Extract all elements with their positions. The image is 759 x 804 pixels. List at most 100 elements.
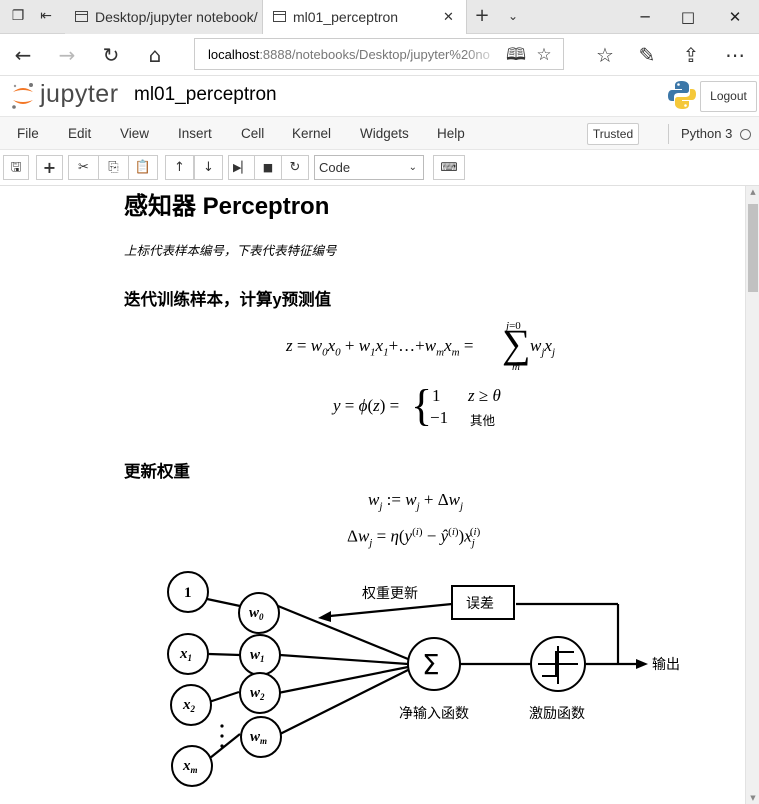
forward-arrow-icon[interactable]: →: [58, 43, 76, 67]
new-tab-icon[interactable]: +: [474, 5, 490, 26]
input-node-x1: [167, 633, 209, 675]
perceptron-diagram: 1 x1 x2 xm w0 w1 w2 wm Σ 误差 权重更新 输出 净输入函…: [167, 571, 680, 787]
run-icon[interactable]: ▶▏: [228, 155, 255, 180]
copy-icon[interactable]: ⎘: [98, 155, 129, 180]
pen-notes-icon[interactable]: ✎: [638, 43, 656, 67]
browser-tab-strip: ❐ ⇤ Desktop/jupyter notebook/ ml01_perce…: [0, 0, 759, 35]
update-arrowhead: [318, 611, 331, 622]
step-function-icon: [538, 646, 578, 684]
browser-tab-desktop[interactable]: Desktop/jupyter notebook/: [65, 0, 263, 34]
edge-1-w0: [206, 597, 241, 608]
activation-label: 激励函数: [529, 705, 585, 722]
trusted-button[interactable]: Trusted: [587, 123, 639, 145]
share-icon[interactable]: ⇪: [682, 43, 700, 67]
output-arrowhead: [636, 659, 648, 669]
menu-kernel[interactable]: Kernel: [292, 126, 332, 141]
move-down-icon[interactable]: ↓: [194, 155, 223, 180]
activation-formula-lhs: y = ϕ(z) =: [333, 396, 400, 415]
input-node-bias: [167, 571, 209, 613]
close-tab-icon[interactable]: ✕: [443, 9, 454, 24]
weight-node-wm: [240, 716, 282, 758]
more-menu-icon[interactable]: ⋯: [725, 43, 745, 67]
scroll-up-icon[interactable]: ▲: [750, 188, 756, 196]
edge-wm-sum: [279, 669, 409, 735]
sum-term: wjxj: [530, 336, 556, 359]
edge-x1-w1: [208, 652, 241, 657]
notebook-toolbar: 🖫 + ✂ ⎘ 📋 ↑ ↓ ▶▏ ■ ↻ Code ⌄ ⌨: [0, 150, 759, 186]
jupyter-logo-icon[interactable]: [10, 81, 36, 111]
sum-symbol: Σ: [422, 648, 440, 681]
cell-type-select[interactable]: Code ⌄: [314, 155, 424, 180]
menu-edit[interactable]: Edit: [68, 126, 92, 141]
url-fade: [463, 40, 503, 69]
address-bar[interactable]: localhost:8888/notebooks/Desktop/jupyter…: [194, 38, 564, 70]
section-heading-update: 更新权重: [124, 463, 190, 481]
logout-button[interactable]: Logout: [700, 81, 757, 112]
maximize-icon[interactable]: □: [680, 8, 696, 26]
save-icon[interactable]: 🖫: [3, 155, 29, 180]
notebook-content: 感知器 Perceptron 上标代表样本编号，下表代表特征编号 迭代训练样本，…: [0, 186, 745, 804]
refresh-icon[interactable]: ↻: [102, 43, 120, 67]
menu-file[interactable]: File: [17, 126, 39, 141]
back-arrow-icon[interactable]: ←: [14, 43, 32, 67]
weight-node-w2: [239, 672, 281, 714]
menu-insert[interactable]: Insert: [178, 126, 212, 141]
restart-icon[interactable]: ↻: [281, 155, 309, 180]
menu-view[interactable]: View: [120, 126, 150, 141]
sum-lower-bound: m: [512, 361, 520, 373]
menu-cell[interactable]: Cell: [241, 126, 265, 141]
tab-sets-icon[interactable]: ❐: [11, 8, 25, 24]
case-one-condition: z ≥ θ: [468, 386, 501, 405]
scroll-down-icon[interactable]: ▼: [750, 794, 756, 802]
stop-icon[interactable]: ■: [254, 155, 282, 180]
chevron-down-icon[interactable]: ⌄: [507, 9, 519, 23]
case-one-value: 1: [432, 386, 441, 405]
insert-cell-icon[interactable]: +: [36, 155, 63, 180]
net-input-formula: z = w0x0 + w1x1+…+wmxm =: [286, 336, 474, 359]
edge-x2-w2: [208, 690, 240, 704]
notation-note: 上标代表样本编号，下表代表特征编号: [124, 243, 337, 258]
page-icon: [273, 11, 286, 22]
input-label-bias: 1: [184, 585, 192, 601]
close-window-icon[interactable]: ✕: [728, 8, 742, 26]
edge-w1-sum: [279, 653, 409, 666]
keyboard-icon[interactable]: ⌨: [433, 155, 465, 180]
favorite-star-icon[interactable]: ☆: [536, 45, 552, 65]
scrollbar-thumb[interactable]: [748, 204, 758, 292]
edge-xm-wm: [209, 733, 241, 759]
ellipsis-dots: [220, 724, 224, 748]
home-icon[interactable]: ⌂: [148, 43, 162, 67]
section-heading-predict: 迭代训练样本，计算y预测值: [124, 291, 332, 309]
minimize-icon[interactable]: ─: [640, 8, 650, 26]
weight-node-w0: [238, 592, 280, 634]
favorites-hub-icon[interactable]: ☆: [596, 43, 614, 67]
edge-w0-sum: [277, 604, 409, 661]
output-label: 输出: [652, 657, 680, 673]
browser-tab-perceptron[interactable]: ml01_perceptron ✕: [263, 0, 467, 35]
jupyter-brand[interactable]: jupyter: [40, 80, 119, 108]
paste-icon[interactable]: 📋: [128, 155, 158, 180]
jupyter-header: jupyter ml01_perceptron Logout: [0, 76, 759, 116]
case-two-condition: 其他: [470, 413, 496, 428]
menu-widgets[interactable]: Widgets: [360, 126, 409, 141]
kernel-idle-icon: [740, 129, 751, 140]
browser-navbar: ← → ↻ ⌂ localhost:8888/notebooks/Desktop…: [0, 34, 759, 76]
cell-type-value: Code: [319, 160, 351, 175]
feedback-to-weights: [329, 602, 453, 618]
reading-view-icon[interactable]: 🕮: [505, 45, 527, 65]
weight-update-formula: wj := wj + Δwj: [368, 490, 464, 513]
input-node-xm: [171, 745, 213, 787]
page-scrollbar[interactable]: ▲ ▼: [745, 186, 759, 804]
cut-icon[interactable]: ✂: [68, 155, 99, 180]
weight-update-label: 权重更新: [362, 586, 418, 602]
move-up-icon[interactable]: ↑: [165, 155, 194, 180]
notebook-name[interactable]: ml01_perceptron: [134, 84, 277, 105]
piecewise-brace: {: [411, 381, 433, 430]
kernel-name: Python 3: [668, 124, 732, 144]
sum-upper-bound: j=0: [506, 320, 521, 332]
case-two-value: −1: [430, 408, 449, 427]
page-icon: [75, 11, 88, 22]
delta-weight-formula: Δwj = η(y(i) − ŷ(i))xj(i): [347, 526, 481, 550]
menu-help[interactable]: Help: [437, 126, 465, 141]
set-tabs-aside-icon[interactable]: ⇤: [40, 8, 52, 24]
